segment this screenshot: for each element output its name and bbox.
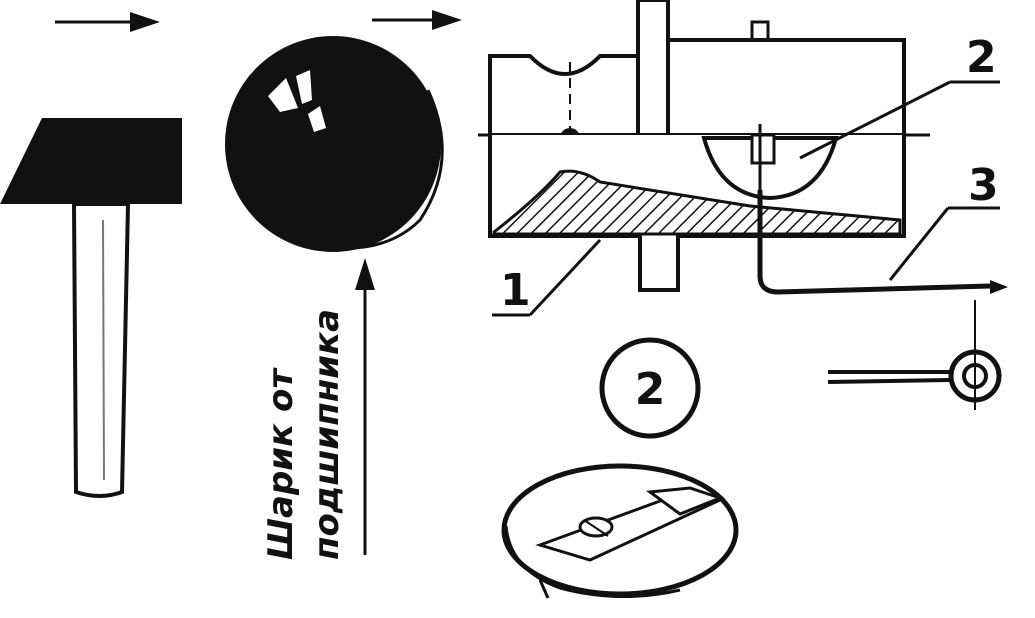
detail-label: 2 [635, 364, 666, 415]
part-label-3: 3 [968, 160, 999, 211]
leader-line-1 [492, 238, 602, 317]
motion-arrow-right [372, 10, 462, 30]
cross-section-assembly [478, 0, 1008, 295]
detail-callout: 2 [599, 337, 701, 439]
caption-arrow [355, 258, 375, 555]
leader-line-3 [888, 206, 1000, 281]
bearing-ball-icon [225, 36, 444, 252]
part-label-1: 1 [500, 265, 531, 316]
hammer-icon [0, 118, 182, 498]
caption-line-1: Шарик от [261, 367, 301, 560]
dish-detail-icon [501, 463, 739, 599]
part-label-2: 2 [966, 32, 997, 83]
motion-arrow-left [55, 12, 160, 32]
leader-line-2 [799, 80, 1000, 160]
caption-line-2: подшипника [307, 309, 347, 560]
wire-loop-detail [827, 300, 1002, 410]
